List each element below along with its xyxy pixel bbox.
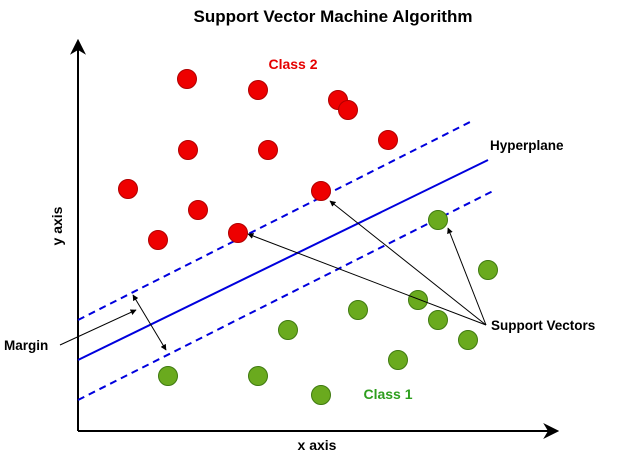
class-2-point	[118, 179, 138, 199]
margin-width-arrow	[132, 294, 167, 351]
class-1-point	[348, 300, 368, 320]
class-1-point	[248, 366, 268, 386]
class-2-point	[188, 200, 208, 220]
class-1-point	[278, 320, 298, 340]
class-2-point	[178, 140, 198, 160]
class-2-label: Class 2	[268, 56, 317, 72]
class-2-point	[148, 230, 168, 250]
class-1-point	[408, 290, 428, 310]
class-2-support-vector	[228, 223, 248, 243]
diagram-title: Support Vector Machine Algorithm	[194, 7, 473, 26]
class-1-points	[158, 210, 498, 405]
class-2-point	[378, 130, 398, 150]
class-1-point	[428, 310, 448, 330]
x-axis-label: x axis	[298, 437, 337, 453]
support-vectors-label: Support Vectors	[491, 318, 595, 333]
class-2-point	[258, 140, 278, 160]
margin-label: Margin	[4, 338, 48, 353]
class-1-support-vector	[428, 210, 448, 230]
support-vector-arrow	[447, 227, 487, 326]
class-2-support-vector	[311, 181, 331, 201]
class-2-points	[118, 69, 398, 250]
class-2-point	[248, 80, 268, 100]
support-vector-arrow	[247, 233, 487, 326]
class-1-label: Class 1	[363, 386, 412, 402]
support-vector-arrows	[247, 200, 487, 326]
hyperplane-label: Hyperplane	[490, 138, 564, 153]
support-vector-arrow	[329, 200, 487, 326]
class-1-point	[311, 385, 331, 405]
class-2-point	[177, 69, 197, 89]
class-1-point	[158, 366, 178, 386]
class-1-point	[458, 330, 478, 350]
y-axis-label: y axis	[49, 206, 65, 245]
margin-line-upper	[77, 121, 471, 321]
margin-line-lower	[77, 189, 496, 401]
class-1-point	[478, 260, 498, 280]
class-2-point	[338, 100, 358, 120]
class-1-point	[388, 350, 408, 370]
margin-pointer-arrow	[59, 309, 137, 346]
